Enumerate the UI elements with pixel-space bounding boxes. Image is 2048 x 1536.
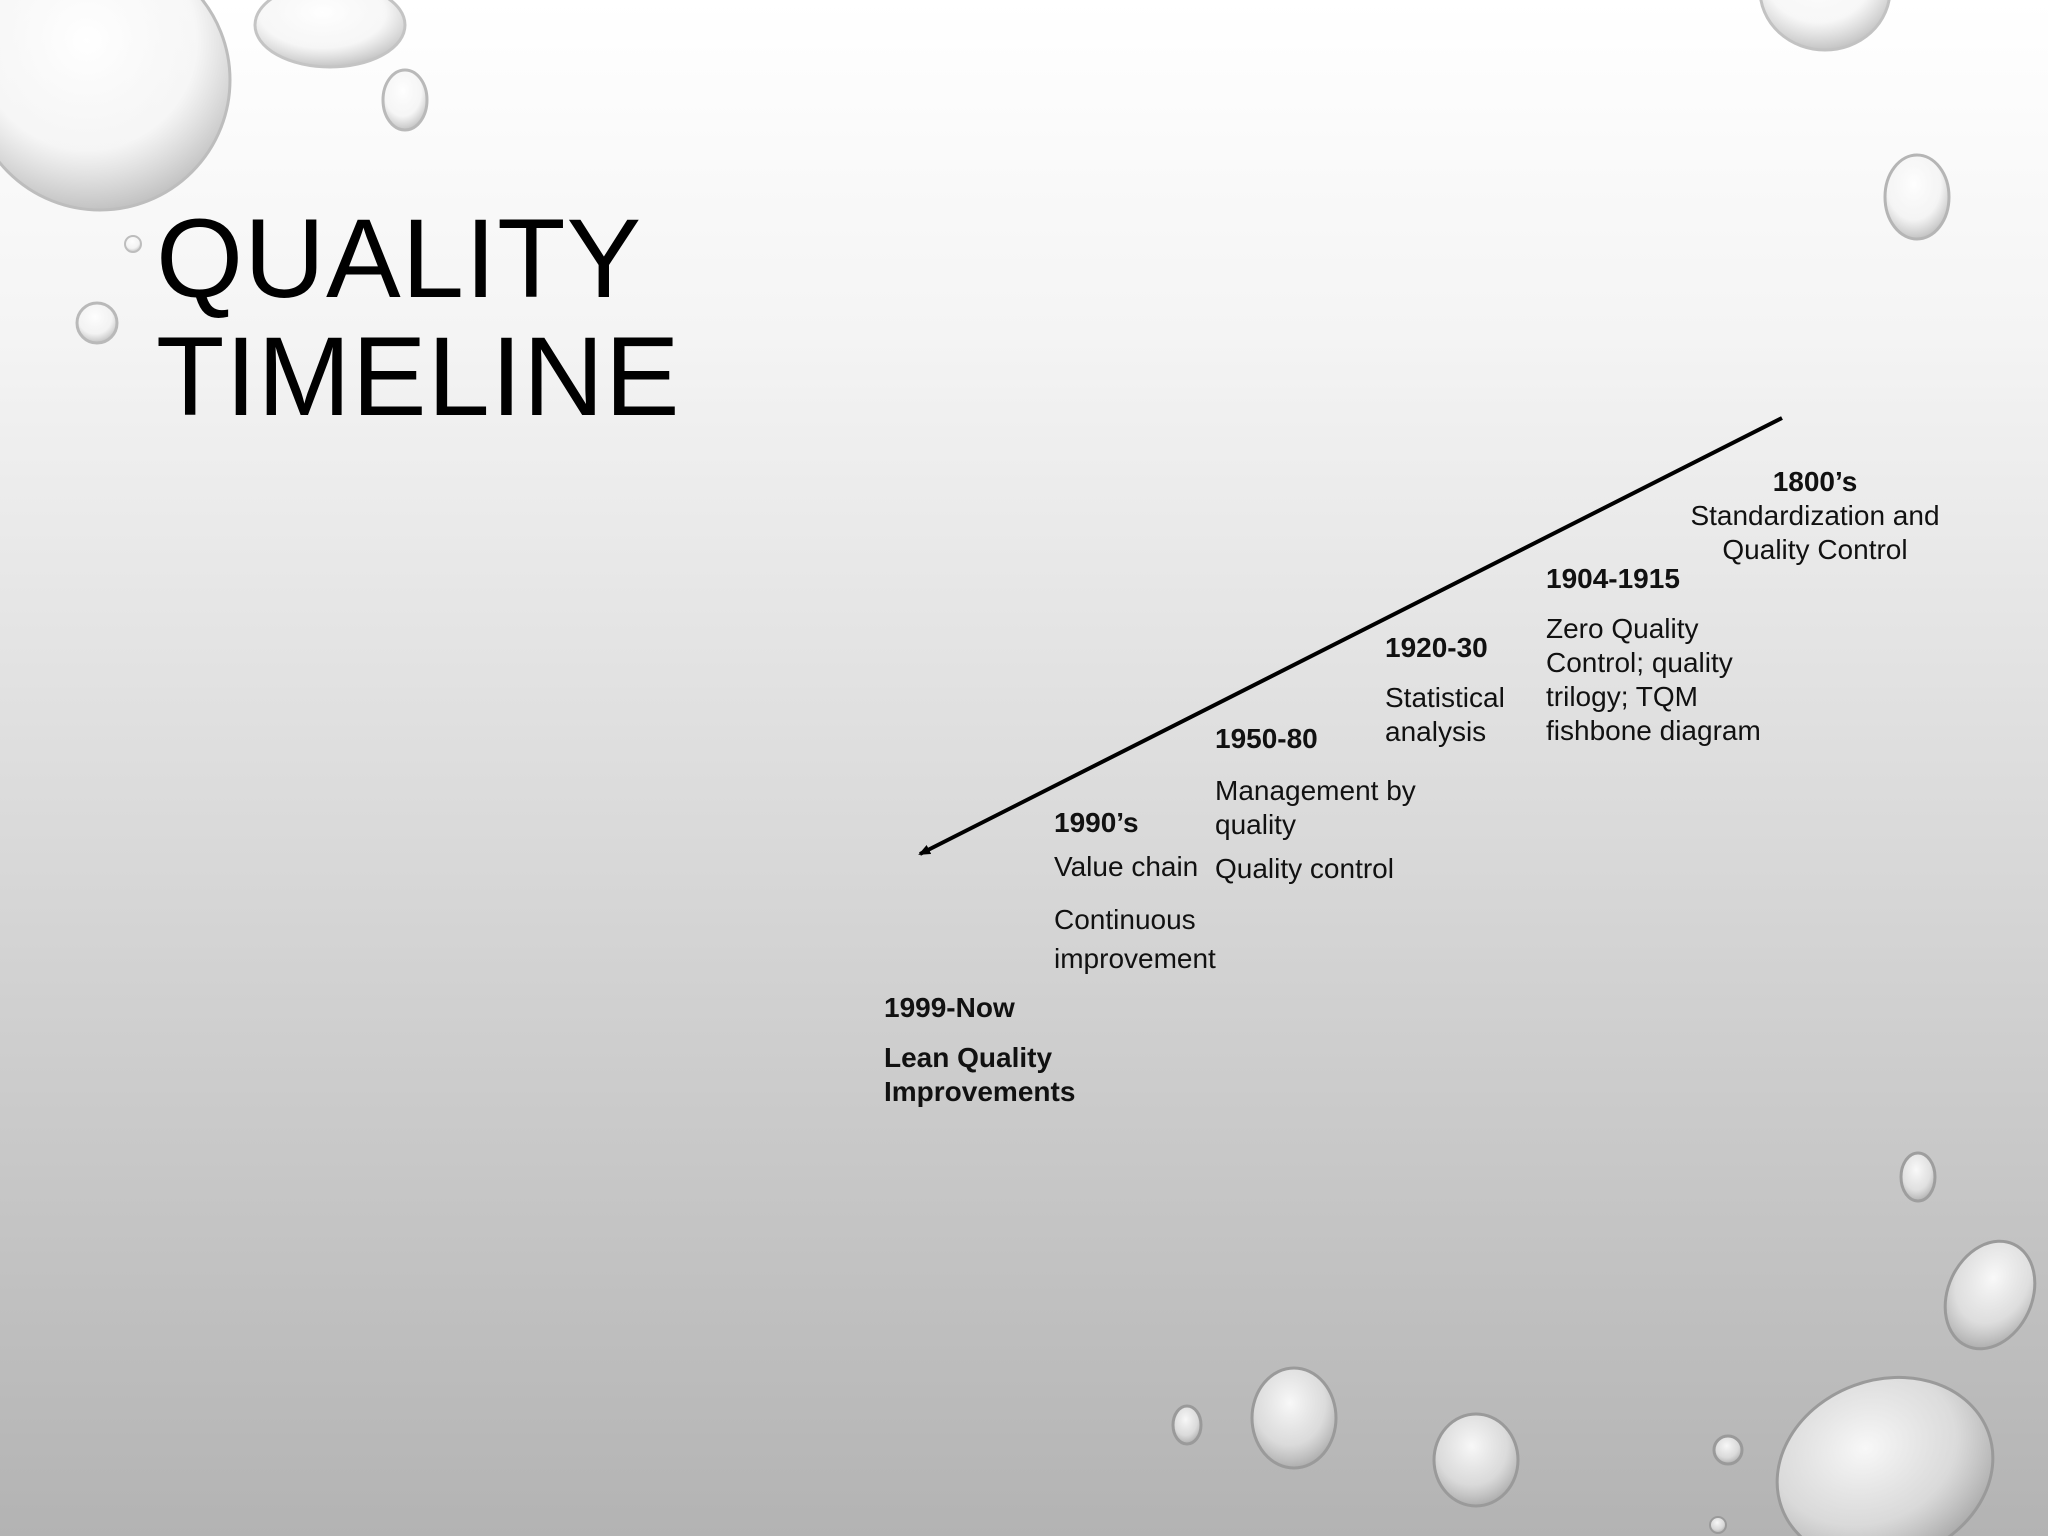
entry-period: 1950-80 <box>1215 723 1318 754</box>
timeline-entry-1990s: 1990’s Value chain Continuous improvemen… <box>1054 806 1254 978</box>
entry-description: Statistical analysis <box>1385 682 1505 747</box>
entry-period: 1999-Now <box>884 992 1015 1023</box>
entry-description: Standardization and Quality Control <box>1690 500 1940 565</box>
drop-bottom-center-small <box>1171 1404 1203 1446</box>
title-line-2: TIMELINE <box>156 314 681 439</box>
timeline-entry-1800s: 1800’s Standardization and Quality Contr… <box>1680 465 1950 567</box>
entry-description: Value chain <box>1054 851 1199 882</box>
drop-right-upper <box>1883 153 1951 241</box>
entry-period: 1800’s <box>1772 466 1858 497</box>
entry-description-secondary: Continuous improvement <box>1054 904 1216 974</box>
timeline-arrow-line <box>918 416 1783 856</box>
entry-period: 1990’s <box>1054 807 1139 838</box>
drop-right-small <box>1899 1151 1937 1203</box>
drop-bottom-center-large <box>1250 1366 1338 1470</box>
drop-bottom-right-dot <box>1709 1516 1727 1534</box>
drop-bottom-right-large <box>1775 1375 1995 1536</box>
timeline-entry-1950-80: 1950-80 Management by quality Quality co… <box>1215 722 1435 886</box>
entry-period: 1920-30 <box>1385 632 1488 663</box>
drop-bottom-center-right <box>1432 1412 1520 1508</box>
drop-left-dot <box>124 235 142 253</box>
entry-description-secondary: Quality control <box>1215 853 1394 884</box>
drop-left-tiny <box>75 301 119 345</box>
entry-description: Lean Quality Improvements <box>884 1042 1076 1107</box>
slide-title: QUALITY TIMELINE <box>156 200 681 436</box>
drop-top-left-small <box>381 68 429 132</box>
drop-top-right <box>1759 0 1891 52</box>
drop-right-medium <box>1943 1239 2037 1351</box>
drop-top-left-large <box>0 0 232 212</box>
timeline-entry-1904-1915: 1904-1915 Zero Quality Control; quality … <box>1546 562 1796 748</box>
entry-description: Zero Quality Control; quality trilogy; T… <box>1546 613 1761 746</box>
drop-bottom-right-tiny <box>1712 1434 1744 1466</box>
title-line-1: QUALITY <box>156 196 643 321</box>
timeline-entry-1999-now: 1999-Now Lean Quality Improvements <box>884 991 1134 1109</box>
drop-top-left-medium <box>253 0 407 69</box>
timeline-entry-1920-30: 1920-30 Statistical analysis <box>1385 631 1535 749</box>
entry-description: Management by quality <box>1215 775 1416 840</box>
entry-period: 1904-1915 <box>1546 563 1680 594</box>
